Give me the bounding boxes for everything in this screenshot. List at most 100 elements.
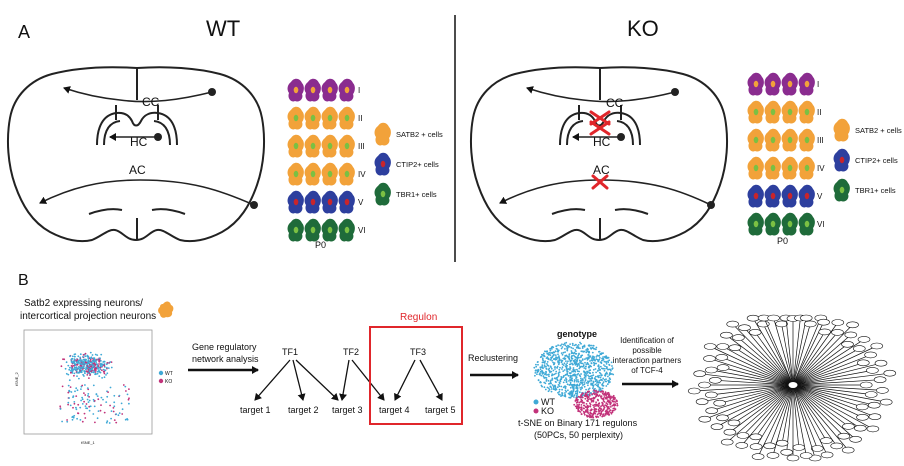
- ko-cell: [764, 156, 781, 180]
- network-node: [705, 407, 719, 415]
- scatter-point: [126, 393, 129, 396]
- wt-layer-label: VI: [358, 226, 366, 235]
- genotype-point: [561, 346, 564, 348]
- genotype-point: [562, 381, 565, 384]
- genotype-point: [588, 365, 591, 368]
- scatter-point: [96, 370, 99, 373]
- genotype-point: [565, 378, 568, 381]
- network-edge: [792, 384, 863, 408]
- genotype-point: [592, 371, 594, 374]
- wt-layer-label: IV: [358, 170, 366, 179]
- wt-cell: [287, 134, 304, 158]
- genotype-point: [598, 350, 601, 353]
- genotype-point: [576, 373, 578, 376]
- genotype-point: [560, 376, 563, 378]
- genotype-point: [591, 374, 593, 377]
- scatter-point: [81, 369, 83, 372]
- genotype-point: [570, 346, 573, 349]
- genotype-point: [565, 360, 567, 362]
- network-node: [876, 387, 889, 394]
- network-node: [775, 320, 788, 328]
- genotype-point: [603, 369, 606, 372]
- genotype-point: [605, 396, 608, 398]
- genotype-point: [534, 372, 537, 374]
- wt-layer-label: I: [358, 86, 360, 95]
- network-node: [726, 320, 740, 328]
- scatter-point: [87, 394, 89, 397]
- ko-cc-axon: [526, 86, 676, 103]
- genotype-point: [568, 358, 571, 361]
- scatter-point: [81, 359, 83, 362]
- genotype-point: [571, 342, 574, 345]
- genotype-point: [605, 367, 608, 370]
- network-node: [716, 343, 730, 350]
- wt-legend-label: TBR1+ cells: [396, 190, 437, 199]
- genotype-point: [616, 404, 619, 407]
- ko-cell: [781, 156, 798, 180]
- network-node: [799, 452, 813, 459]
- genotype-point: [580, 379, 583, 381]
- genotype-point: [600, 397, 603, 399]
- scatter-point: [127, 402, 130, 405]
- genotype-point: [603, 415, 606, 417]
- scatter-point: [103, 372, 106, 375]
- scatter-point: [89, 358, 92, 361]
- genotype-point: [585, 388, 587, 391]
- network-edge: [792, 379, 881, 386]
- scatter-point: [69, 386, 72, 388]
- genotype-point: [580, 360, 583, 362]
- genotype-point: [558, 381, 561, 384]
- scatter-point: [99, 371, 102, 374]
- genotype-point: [584, 378, 587, 380]
- scatter-point: [75, 408, 78, 411]
- genotype-point: [565, 366, 568, 369]
- genotype-point: [582, 370, 585, 373]
- genotype-point: [599, 414, 602, 417]
- network-edge: [715, 379, 794, 386]
- genotype-point: [539, 381, 541, 384]
- genotype-point: [604, 365, 606, 368]
- network-edge: [792, 324, 853, 386]
- scatter-point: [97, 368, 99, 370]
- scatter-point: [83, 370, 85, 372]
- genotype-point: [609, 401, 611, 404]
- genotype-point: [583, 412, 586, 415]
- genotype-point: [591, 347, 594, 349]
- network-node: [704, 366, 718, 374]
- genotype-point: [590, 379, 593, 382]
- network-edge: [792, 384, 837, 447]
- genotype-point: [589, 414, 592, 416]
- scatter-point: [92, 360, 95, 363]
- genotype-point: [580, 377, 582, 380]
- genotype-point: [549, 365, 552, 368]
- tsne-x-axis-label: tSNE_1: [81, 440, 96, 445]
- network-node: [732, 334, 745, 341]
- genotype-point: [582, 384, 584, 386]
- genotype-point: [586, 348, 589, 350]
- genotype-point: [572, 370, 575, 373]
- genotype-point: [535, 363, 537, 366]
- genotype-point: [586, 397, 589, 400]
- ko-layer-label: II: [817, 108, 821, 117]
- network-node: [746, 314, 760, 322]
- scatter-point: [99, 409, 102, 412]
- scatter-point: [74, 353, 77, 355]
- scatter-point: [106, 420, 109, 423]
- scatter-point: [118, 394, 121, 397]
- genotype-point: [564, 357, 567, 360]
- wt-age-label: P0: [315, 240, 326, 250]
- scatter-point: [97, 410, 100, 412]
- genotype-point: [598, 410, 600, 413]
- network-edge: [716, 384, 794, 428]
- genotype-point: [570, 375, 572, 378]
- genotype-point: [587, 406, 589, 409]
- scatter-point: [67, 401, 70, 404]
- genotype-point: [578, 359, 581, 362]
- genotype-point: [567, 346, 569, 349]
- genotype-point: [585, 363, 588, 366]
- network-edge: [792, 384, 816, 459]
- genotype-point: [537, 361, 539, 363]
- ko-cell: [798, 184, 815, 208]
- genotype-point: [539, 372, 541, 374]
